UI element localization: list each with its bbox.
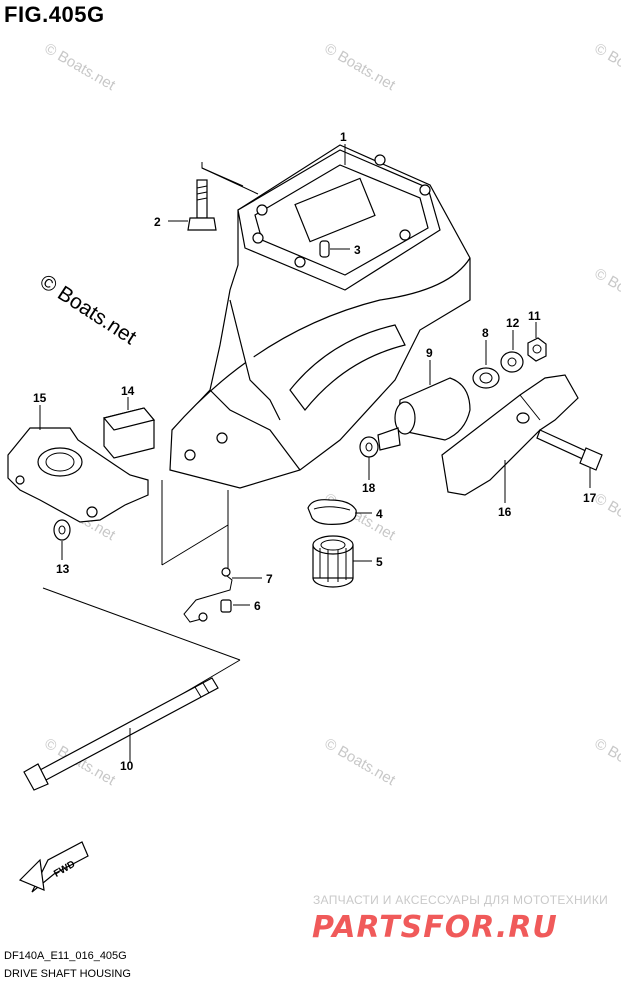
long-bolt-part-10 (23, 677, 219, 791)
callout-7: 7 (266, 572, 273, 586)
figure-caption: DRIVE SHAFT HOUSING (4, 968, 131, 980)
pad-part-14 (102, 407, 156, 459)
ground-wire-part-7 (183, 567, 233, 623)
callout-18: 18 (362, 481, 376, 495)
figure-code: DF140A_E11_016_405G (4, 950, 127, 962)
washer-part-8 (472, 367, 500, 389)
callout-5: 5 (376, 555, 383, 569)
cover-part-16 (441, 374, 579, 496)
promo-subtitle: ЗАПЧАСТИ И АКСЕССУАРЫ ДЛЯ МОТОТЕХНИКИ (313, 893, 609, 907)
bushing-part-9 (377, 377, 471, 451)
nut-part-11 (527, 337, 547, 362)
callout-4: 4 (376, 507, 383, 521)
callout-16: 16 (498, 505, 512, 519)
mount-bracket-part-15 (7, 427, 149, 523)
bolt-part-17 (536, 429, 603, 471)
callout-17: 17 (583, 491, 597, 505)
bolt-part-2 (187, 179, 217, 231)
callout-3: 3 (354, 243, 361, 257)
callout-8: 8 (482, 326, 489, 340)
dowel-pin-part-3 (319, 240, 330, 258)
callout-14: 14 (121, 384, 135, 398)
callout-11: 11 (528, 309, 541, 323)
callout-labels: 1 2 3 4 5 6 7 8 9 10 11 12 13 14 15 16 1… (33, 130, 597, 773)
washer-part-12 (500, 351, 524, 373)
o-ring-part-4 (307, 499, 357, 525)
bolt-part-6 (220, 599, 232, 613)
drive-shaft-housing-part (169, 144, 471, 489)
callout-10: 10 (120, 759, 134, 773)
leader-lines (39, 144, 591, 762)
callout-2: 2 (154, 215, 161, 229)
callout-6: 6 (254, 599, 261, 613)
callout-9: 9 (426, 346, 433, 360)
callout-1: 1 (340, 130, 347, 144)
promo-logo: PARTSFOR.RU (312, 910, 558, 945)
washer-part-13 (53, 519, 71, 541)
callout-15: 15 (33, 391, 47, 405)
callout-12: 12 (506, 316, 520, 330)
figure-title: FIG.405G (4, 2, 105, 27)
fwd-arrow-icon: FWD (18, 841, 89, 893)
callout-13: 13 (56, 562, 70, 576)
washer-part-18 (359, 436, 379, 458)
bearing-part-5 (312, 535, 354, 588)
